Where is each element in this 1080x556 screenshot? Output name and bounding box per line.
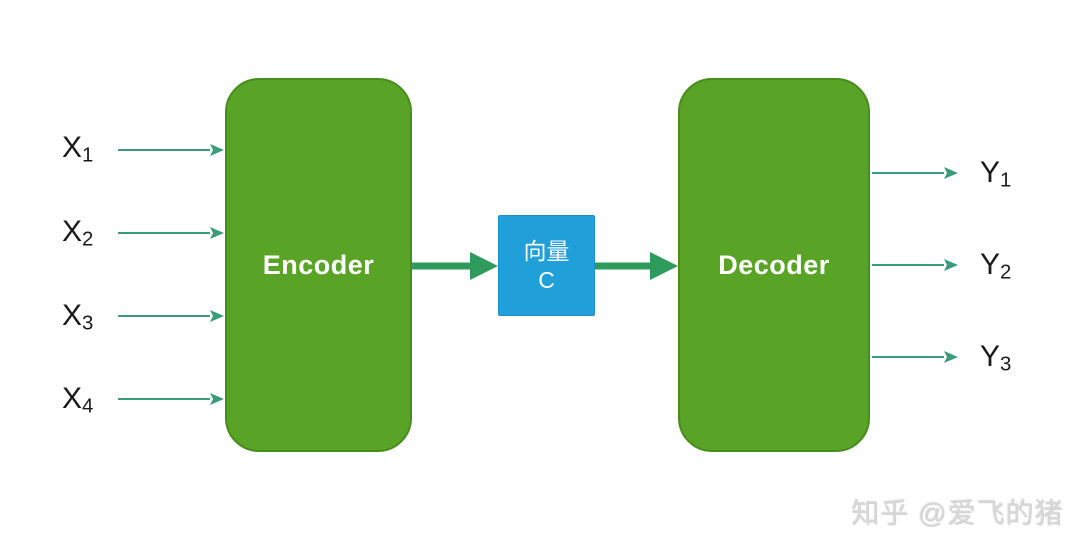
decoder-label: Decoder: [718, 249, 830, 280]
output-label-y1-sub: 1: [1000, 169, 1012, 192]
output-label-y1: Y1: [980, 154, 1011, 192]
input-label-x2-sub: 2: [82, 228, 94, 251]
output-label-y3-sub: 3: [1000, 353, 1012, 376]
input-label-x3-base: X: [62, 299, 83, 332]
input-label-x2-base: X: [62, 215, 83, 248]
watermark-text: 知乎 @爱飞的猪: [851, 498, 1064, 529]
output-label-y3-base: Y: [980, 340, 1001, 373]
input-label-x4: X4: [62, 380, 93, 418]
encoder-label: Encoder: [262, 249, 375, 280]
output-label-y2: Y2: [980, 246, 1011, 284]
input-label-x4-base: X: [62, 382, 83, 415]
input-label-x1-base: X: [62, 131, 83, 164]
input-arrow-x1: [118, 144, 224, 156]
output-label-y3: Y3: [980, 338, 1011, 376]
encoder-node: Encoder: [225, 78, 412, 452]
input-label-x1: X1: [62, 129, 93, 167]
context-vector-node: 向量 C: [498, 215, 595, 316]
input-arrow-x4: [118, 393, 224, 405]
input-label-x2: X2: [62, 213, 93, 251]
output-arrow-y2: [872, 259, 958, 271]
output-arrow-y3: [872, 351, 958, 363]
flow-arrow-context-to-decoder: [595, 252, 678, 280]
output-arrow-y1: [872, 167, 958, 179]
input-label-x1-sub: 1: [82, 144, 94, 167]
flow-arrow-encoder-to-context: [412, 252, 498, 280]
decoder-node: Decoder: [678, 78, 870, 452]
input-label-x4-sub: 4: [82, 395, 94, 418]
context-vector-label-line1: 向量: [523, 237, 570, 264]
output-label-y2-base: Y: [980, 248, 1001, 281]
input-arrow-x2: [118, 227, 224, 239]
output-label-y2-sub: 2: [1000, 261, 1012, 284]
output-label-y1-base: Y: [980, 156, 1001, 189]
input-label-x3-sub: 3: [82, 312, 94, 335]
input-label-x3: X3: [62, 297, 93, 335]
context-vector-label-line2: C: [538, 266, 555, 293]
input-arrow-x3: [118, 310, 224, 322]
